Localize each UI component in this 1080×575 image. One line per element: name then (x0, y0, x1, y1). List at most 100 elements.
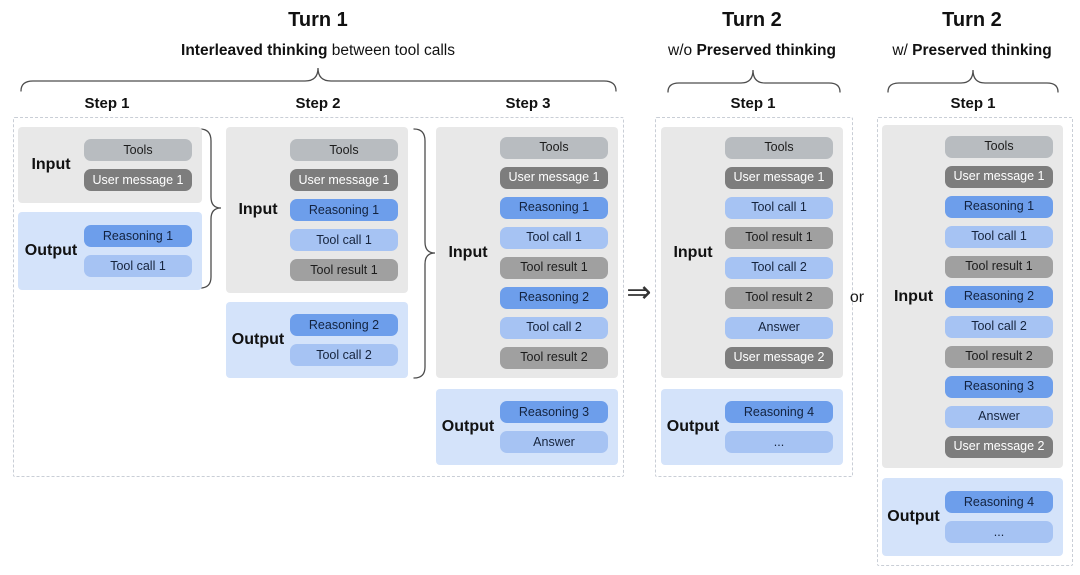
pill-reasoning-2: Reasoning 2 (290, 314, 398, 336)
turn2-without-subtitle-bold: Preserved thinking (696, 42, 836, 59)
turn2-with-output-pills: Reasoning 4... (945, 478, 1053, 556)
step-label-turn1-step1: Step 1 (84, 95, 130, 112)
pill-tool-result-1: Tool result 1 (500, 256, 608, 279)
pill-user-message-1: User message 1 (500, 166, 608, 189)
pill-user-message-2: User message 2 (945, 435, 1053, 458)
pill-tool-call-2: Tool call 2 (290, 344, 398, 366)
implies-arrow: ⇒ (626, 276, 652, 309)
pill-reasoning-1: Reasoning 1 (290, 199, 398, 221)
pill-reasoning-3: Reasoning 3 (945, 375, 1053, 398)
pill-answer: Answer (725, 316, 833, 339)
turn2-without-subtitle: w/o Preserved thinking (668, 41, 836, 60)
pill-user-message-1: User message 1 (290, 169, 398, 191)
input-label: Input (238, 201, 278, 218)
output-label: Output (231, 331, 285, 348)
pill-tool-call-1: Tool call 1 (290, 229, 398, 251)
output-label: Output (666, 418, 720, 435)
turn2-without-brace (667, 69, 841, 93)
pill-tools: Tools (725, 136, 833, 159)
pill-reasoning-1: Reasoning 1 (945, 195, 1053, 218)
output-label: Output (24, 242, 78, 259)
pill-tool-call-2: Tool call 2 (725, 256, 833, 279)
step-label-turn1-step3: Step 3 (505, 95, 551, 112)
turn1-step2-output-panel: Output Reasoning 2 Tool call 2 (226, 302, 408, 378)
pill-tool-call-1: Tool call 1 (84, 255, 192, 277)
output-label: Output (887, 508, 940, 525)
pill-tool-call-1: Tool call 1 (945, 225, 1053, 248)
pill-tool-result-1: Tool result 1 (945, 255, 1053, 278)
pill-user-message-1: User message 1 (945, 165, 1053, 188)
pill-tool-call-2: Tool call 2 (945, 315, 1053, 338)
turn2-without-header: Turn 2 w/o Preserved thinking (668, 8, 836, 60)
turn2-with-subtitle: w/ Preserved thinking (892, 41, 1051, 60)
pill-tool-call-2: Tool call 2 (500, 316, 608, 339)
turn2-with-brace (887, 69, 1059, 93)
input-label: Input (31, 156, 71, 173)
turn1-step3-output-panel: Output Reasoning 3 Answer (436, 389, 618, 465)
or-connector: or (849, 289, 865, 306)
turn1-title: Turn 1 (288, 9, 348, 31)
pill-reasoning-4: Reasoning 4 (945, 491, 1053, 513)
turn1-subtitle-bold: Interleaved thinking (181, 42, 328, 59)
turn2-without-output-pills: Reasoning 4... (725, 389, 833, 465)
pill-tools: Tools (945, 135, 1053, 158)
turn1-step1-output-pills: Reasoning 1 Tool call 1 (84, 212, 192, 290)
input-label: Input (448, 243, 488, 261)
turn1-step3-output-pills: Reasoning 3 Answer (500, 389, 608, 465)
step-label-turn2-without-step1: Step 1 (730, 95, 776, 112)
pill-answer: Answer (945, 405, 1053, 428)
pill-reasoning-4: Reasoning 4 (725, 401, 833, 423)
input-label: Input (893, 287, 934, 305)
turn1-subtitle-rest: between tool calls (327, 42, 455, 59)
pill-ellipsis: ... (725, 431, 833, 453)
pill-tool-call-1: Tool call 1 (500, 226, 608, 249)
turn1-step2-output-pills: Reasoning 2 Tool call 2 (290, 302, 398, 378)
pill-tools: Tools (290, 139, 398, 161)
pill-tools: Tools (84, 139, 192, 161)
pill-tool-result-1: Tool result 1 (725, 226, 833, 249)
pill-user-message-2: User message 2 (725, 346, 833, 369)
pill-reasoning-1: Reasoning 1 (84, 225, 192, 247)
turn1-subtitle: Interleaved thinking between tool calls (181, 41, 455, 60)
turn2-without-group-box (655, 117, 853, 477)
pill-user-message-1: User message 1 (725, 166, 833, 189)
turn2-with-header: Turn 2 w/ Preserved thinking (892, 8, 1051, 60)
pill-tool-result-2: Tool result 2 (500, 346, 608, 369)
turn1-brace (20, 67, 617, 92)
pill-reasoning-3: Reasoning 3 (500, 401, 608, 423)
pill-answer: Answer (500, 431, 608, 453)
turn2-with-title: Turn 2 (942, 9, 1002, 31)
pill-tools: Tools (500, 136, 608, 159)
pill-tool-result-2: Tool result 2 (725, 286, 833, 309)
step-label-turn1-step2: Step 2 (295, 95, 341, 112)
pill-reasoning-1: Reasoning 1 (500, 196, 608, 219)
turn2-with-subtitle-prefix: w/ (892, 42, 913, 59)
turn1-group-box (13, 117, 624, 477)
pill-ellipsis: ... (945, 521, 1053, 543)
step-label-turn2-with-step1: Step 1 (950, 95, 996, 112)
turn2-with-subtitle-bold: Preserved thinking (912, 42, 1052, 59)
turn2-without-title: Turn 2 (722, 9, 782, 31)
pill-reasoning-2: Reasoning 2 (945, 285, 1053, 308)
pill-reasoning-2: Reasoning 2 (500, 286, 608, 309)
pill-tool-call-1: Tool call 1 (725, 196, 833, 219)
turn2-without-subtitle-prefix: w/o (668, 42, 697, 59)
pill-tool-result-1: Tool result 1 (290, 259, 398, 281)
output-label: Output (441, 418, 495, 435)
turn1-header: Turn 1 Interleaved thinking between tool… (181, 8, 455, 60)
pill-tool-result-2: Tool result 2 (945, 345, 1053, 368)
turn2-with-output-panel: Output Reasoning 4... (882, 478, 1063, 556)
turn2-without-output-panel: Output Reasoning 4... (661, 389, 843, 465)
input-label: Input (673, 243, 713, 261)
turn2-with-group-box (877, 117, 1073, 566)
pill-user-message-1: User message 1 (84, 169, 192, 191)
